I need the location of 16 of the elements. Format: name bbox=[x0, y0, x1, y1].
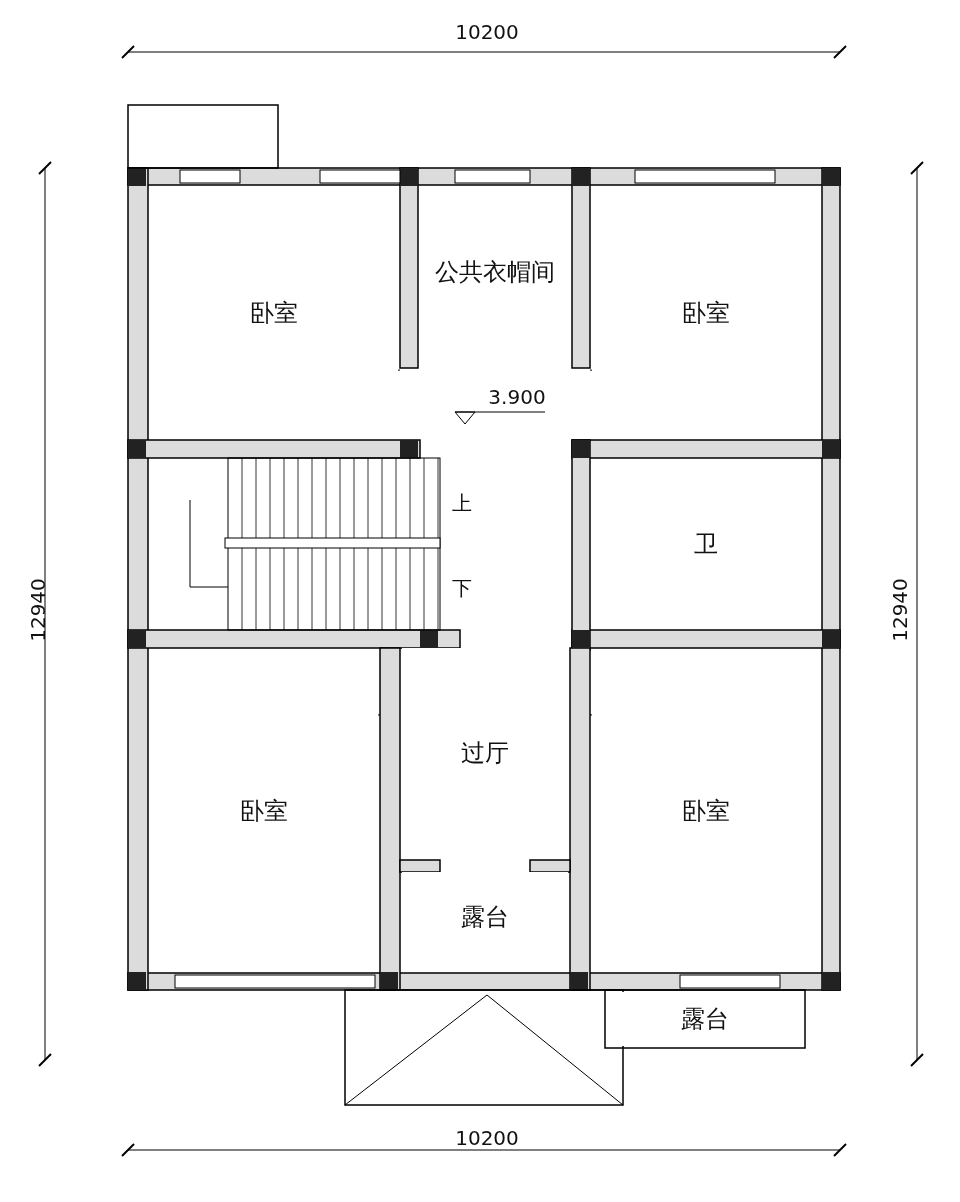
room-name: 卧室 bbox=[682, 795, 730, 827]
dimension-text: 10200 bbox=[455, 20, 519, 44]
room-name: 过厅 bbox=[461, 738, 509, 769]
room-name: 卧室 bbox=[240, 795, 288, 827]
room-name: 卧室 bbox=[250, 297, 298, 329]
dimension-text: 12940 bbox=[26, 578, 50, 642]
stair-direction-text: 上 bbox=[452, 489, 472, 517]
dimension-text: 12940 bbox=[888, 578, 912, 642]
room-name: 露台 bbox=[461, 902, 509, 933]
room-name: 卧室 bbox=[682, 297, 730, 329]
dimension-text: 10200 bbox=[455, 1126, 519, 1150]
stair-direction-text: 下 bbox=[452, 574, 472, 602]
room-name: 公共衣帽间 bbox=[435, 257, 555, 288]
room-name: 露台 bbox=[681, 1004, 729, 1035]
elevation-text: 3.900 bbox=[488, 385, 546, 409]
room-name: 卫 bbox=[694, 529, 718, 560]
